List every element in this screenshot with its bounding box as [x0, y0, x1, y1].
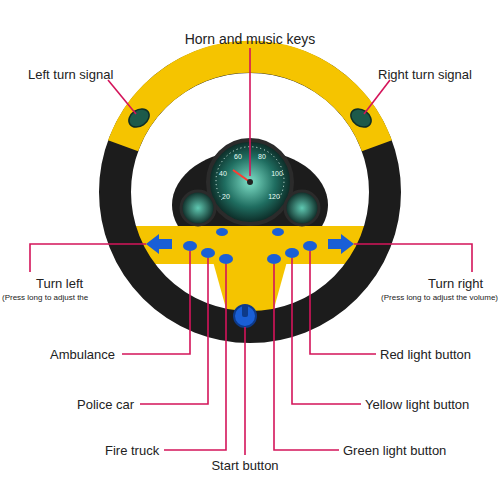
green-light-button: [267, 254, 281, 264]
callout-label: Fire truck: [105, 444, 159, 457]
dial-number: 40: [219, 170, 227, 177]
leader-line: [30, 244, 146, 272]
leader-lines: [30, 48, 472, 455]
dial-number: 60: [234, 153, 242, 160]
left-gauge: [181, 191, 215, 225]
leader-line: [292, 258, 361, 404]
right-gauge: [285, 191, 319, 225]
callout-label: Turn right: [428, 277, 483, 290]
callout-label: Start button: [211, 459, 278, 472]
leader-line: [122, 251, 190, 354]
start-knob: [234, 305, 256, 327]
callout-label: Green light button: [343, 444, 446, 457]
leader-line: [164, 264, 226, 450]
turn-right-button: [328, 234, 354, 254]
music-key: [272, 228, 284, 236]
ambulance-button: [183, 241, 197, 251]
leader-line: [274, 264, 339, 450]
right-signal-button: [347, 105, 374, 131]
leader-line: [354, 244, 472, 272]
dial-number: 80: [258, 153, 266, 160]
red-light-button: [303, 241, 317, 251]
police-button: [201, 248, 215, 258]
leader-line: [140, 258, 208, 404]
horn-key: [216, 228, 228, 236]
callout-note: (Press long to adjust the: [2, 294, 88, 302]
dial-number: 120: [268, 193, 280, 200]
callout-label: Left turn signal: [28, 68, 113, 81]
callout-label: Yellow light button: [365, 398, 469, 411]
callout-note: (Press long to adjust the volume): [381, 294, 498, 302]
left-signal-button: [125, 105, 152, 131]
dial-needle: [233, 170, 250, 182]
leader-line: [244, 327, 246, 455]
callout-label: Red light button: [380, 348, 471, 361]
dial-number: 20: [222, 193, 230, 200]
yellow-light-button: [285, 248, 299, 258]
leader-line: [364, 80, 390, 114]
leader-line: [108, 80, 136, 114]
fire-truck-button: [219, 254, 233, 264]
callout-label: Ambulance: [50, 348, 115, 361]
callout-label: Right turn signal: [378, 68, 472, 81]
turn-left-button: [146, 234, 172, 254]
dial-number: 100: [271, 170, 283, 177]
leader-line: [310, 251, 376, 354]
start-knob-grip: [242, 305, 248, 317]
callout-label: Horn and music keys: [185, 32, 316, 46]
needle-hub: [247, 179, 253, 185]
callout-label: Police car: [77, 398, 134, 411]
callout-label: Turn left: [36, 277, 83, 290]
leader-line: [249, 48, 251, 176]
